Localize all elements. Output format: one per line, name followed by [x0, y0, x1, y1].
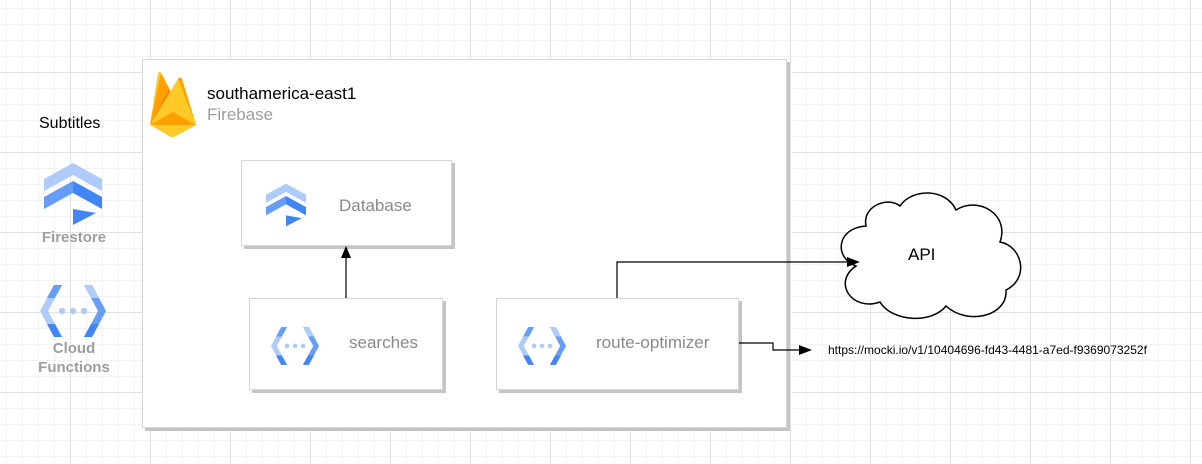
mock-api-url[interactable]: https://mocki.io/v1/10404696-fd43-4481-a… [828, 343, 1147, 357]
legend-label-cloud: Cloud [52, 340, 96, 357]
legend-title: Subtitles [39, 115, 101, 132]
route-optimizer-function-node[interactable]: route-optimizer [496, 298, 739, 390]
database-label: Database [339, 196, 412, 215]
api-cloud-shape[interactable] [840, 192, 1022, 319]
route-optimizer-label: route-optimizer [596, 333, 710, 352]
cloud-functions-icon [518, 327, 566, 365]
database-node[interactable]: Database [241, 160, 452, 246]
cloud-functions-icon [271, 327, 319, 365]
firestore-icon [266, 183, 306, 227]
cloud-functions-icon [40, 285, 106, 337]
firestore-icon [44, 163, 102, 225]
legend-label-firestore: Firestore [41, 229, 107, 246]
legend-label-cloud-functions: Cloud Functions [28, 339, 120, 377]
connector-route-optimizer-api-arrowhead [847, 257, 860, 267]
searches-function-node[interactable]: searches [249, 298, 443, 390]
firebase-flame-icon [150, 71, 196, 138]
api-label: API [908, 245, 936, 264]
region-platform: Firebase [207, 105, 274, 124]
connector-searches-database-arrowhead [341, 246, 351, 258]
legend-label-functions: Functions [38, 359, 110, 376]
region-name: southamerica-east1 [207, 84, 357, 103]
connector-route-optimizer-api [616, 261, 848, 298]
searches-label: searches [349, 333, 418, 352]
connector-route-optimizer-url-arrowhead [799, 345, 812, 355]
connector-route-optimizer-url [739, 342, 800, 351]
